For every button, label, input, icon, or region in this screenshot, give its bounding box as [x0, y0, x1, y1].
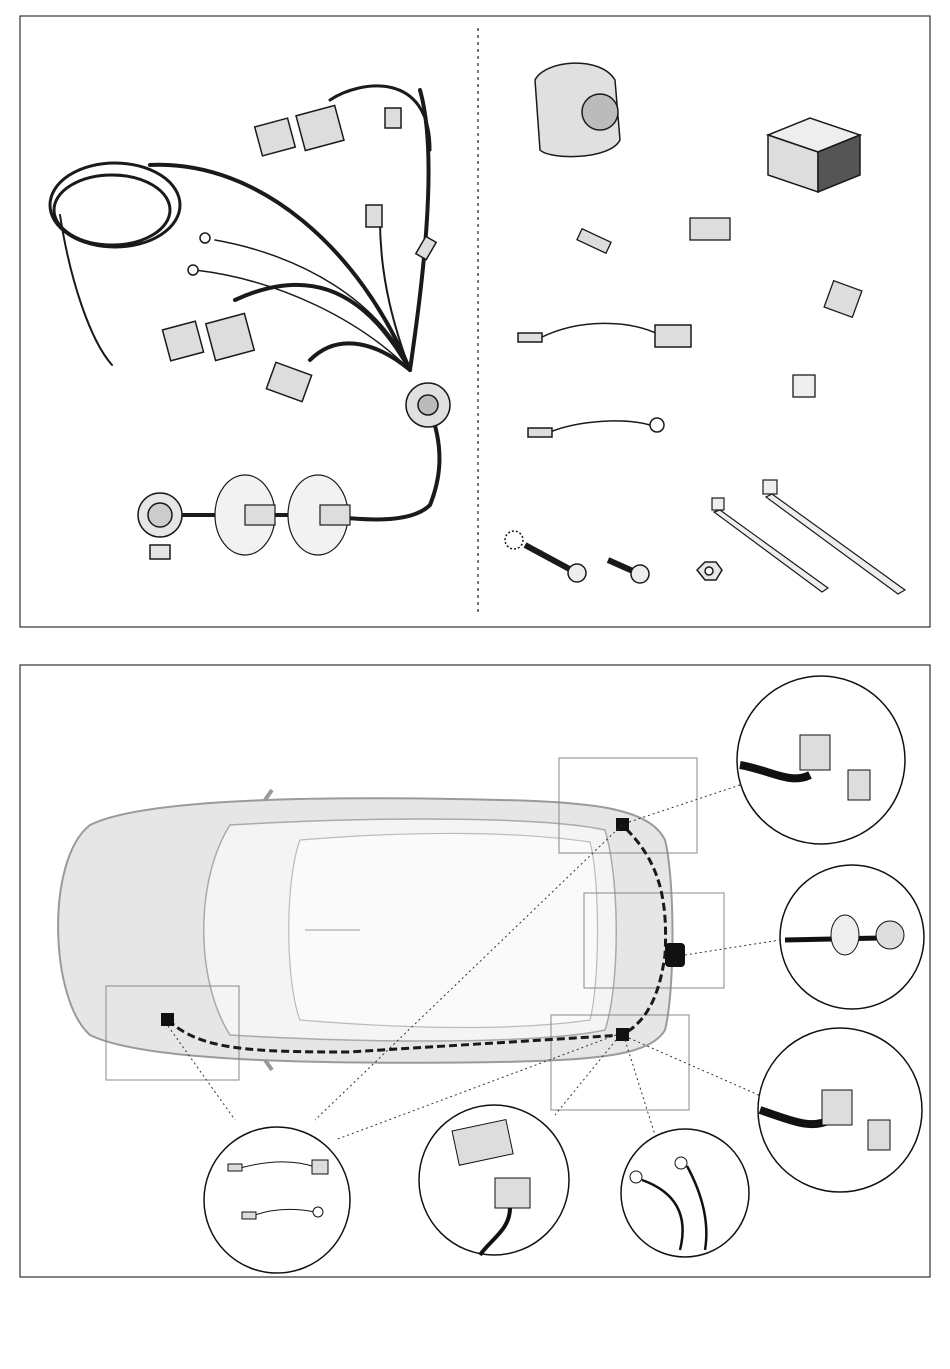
callout-boxes	[105, 757, 725, 1111]
fuse-icon	[792, 374, 816, 398]
cable-route	[166, 823, 668, 1054]
grommet-icon	[405, 382, 451, 428]
detail-ground-point	[620, 1128, 750, 1258]
connector-point-right	[616, 818, 629, 831]
ground-cable-icon	[527, 417, 665, 438]
detail-socket-mount	[779, 864, 925, 1010]
car-top-view	[57, 788, 674, 1072]
screw-icon	[504, 530, 650, 584]
adapter-cable-icon	[517, 322, 692, 348]
detail-rear-light-connector-left	[757, 1027, 923, 1193]
connector-icon	[576, 217, 731, 255]
13-pin-socket-icon	[137, 492, 183, 560]
nut-icon	[695, 561, 723, 581]
relay-holder-icon	[823, 279, 863, 319]
ground-point-marker	[161, 1013, 174, 1026]
leader-lines	[167, 784, 781, 1141]
mounting-plate-icon	[214, 474, 351, 556]
detail-rear-light-connector-right	[736, 675, 906, 845]
connector-point-left	[616, 1028, 629, 1041]
wiring-harness-icon	[48, 84, 442, 522]
detail-control-module	[418, 1104, 570, 1257]
socket-cover-icon	[534, 62, 621, 158]
detail-power-cables	[203, 1126, 351, 1274]
vehicle-connector-icon	[161, 104, 438, 403]
socket-point	[665, 943, 685, 967]
control-module-icon	[765, 117, 863, 194]
cable-tie-icon	[711, 479, 907, 595]
